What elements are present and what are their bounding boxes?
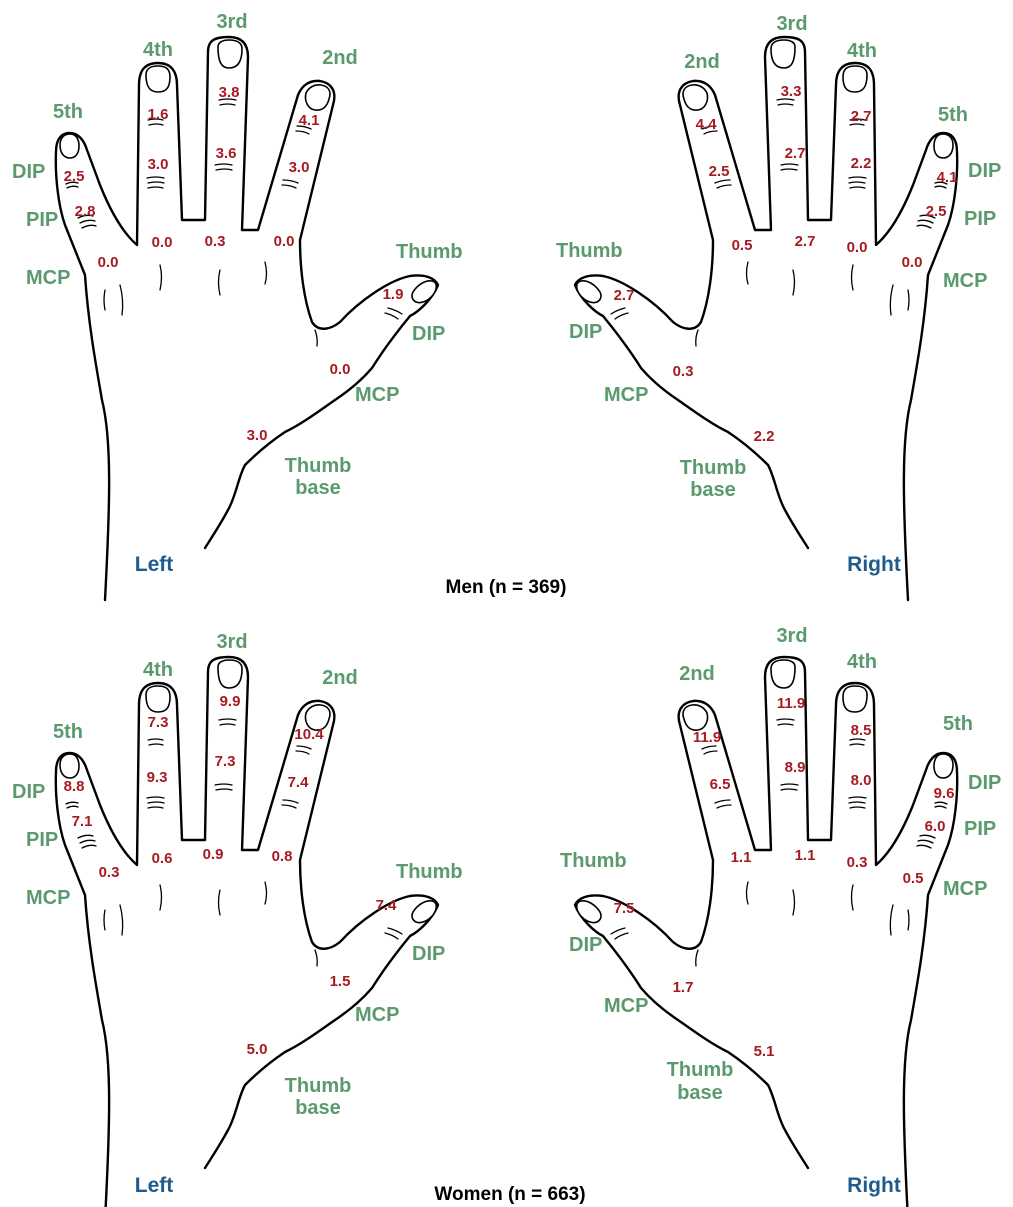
value-women-left-f4-mcp: 0.6 [152, 850, 173, 867]
joint-label-mcp: MCP [943, 878, 987, 900]
thumb-base-label-line2: base [690, 479, 736, 501]
value-men-right-f3-pip: 2.7 [785, 145, 806, 162]
value-men-left-f5-dip: 2.5 [64, 168, 85, 185]
value-women-right-f2-mcp: 1.1 [731, 849, 752, 866]
value-women-left-f3-mcp: 0.9 [203, 846, 224, 863]
value-men-right-f4-mcp: 0.0 [847, 239, 868, 256]
group-title-men: Men (n = 369) [446, 577, 567, 598]
value-women-right-f3-pip: 8.9 [785, 759, 806, 776]
value-women-left-f5-dip: 8.8 [64, 778, 85, 795]
thumb-label: Thumb [560, 850, 627, 872]
finger-label-3rd: 3rd [776, 625, 807, 647]
finger-label-2nd: 2nd [684, 51, 720, 73]
value-men-left-f4-dip: 1.6 [148, 106, 169, 123]
value-men-right-f5-dip: 4.1 [937, 169, 958, 186]
value-women-left-f3-dip: 9.9 [220, 693, 241, 710]
finger-label-4th: 4th [847, 40, 877, 62]
value-men-left-f2-pip: 3.0 [289, 159, 310, 176]
value-men-left-thumb-mcp: 0.0 [330, 361, 351, 378]
value-women-left-f2-mcp: 0.8 [272, 848, 293, 865]
value-women-right-f5-dip: 9.6 [934, 785, 955, 802]
side-label-right: Right [847, 1174, 901, 1197]
value-women-left-f2-dip: 10.4 [294, 726, 324, 743]
value-men-right-f2-mcp: 0.5 [732, 237, 753, 254]
value-men-right-thumb-mcp: 0.3 [673, 363, 694, 380]
value-men-right-f3-mcp: 2.7 [795, 233, 816, 250]
value-women-left-f5-mcp: 0.3 [99, 864, 120, 881]
finger-label-2nd: 2nd [679, 663, 715, 685]
value-men-right-f2-pip: 2.5 [709, 163, 730, 180]
value-women-right-f4-pip: 8.0 [851, 772, 872, 789]
joint-label-pip: PIP [964, 208, 996, 230]
value-men-left-f3-dip: 3.8 [219, 84, 240, 101]
side-label-left: Left [135, 1174, 174, 1197]
value-women-right-f5-mcp: 0.5 [903, 870, 924, 887]
value-men-right-f4-pip: 2.2 [851, 155, 872, 172]
value-men-left-f4-pip: 3.0 [148, 156, 169, 173]
value-men-left-f5-pip: 2.8 [75, 203, 96, 220]
value-men-right-f5-pip: 2.5 [926, 203, 947, 220]
value-women-right-f2-pip: 6.5 [710, 776, 731, 793]
value-women-left-f4-dip: 7.3 [148, 714, 169, 731]
value-men-left-f2-mcp: 0.0 [274, 233, 295, 250]
thumb-base-label-line1: Thumb [680, 457, 747, 479]
value-men-left-f4-mcp: 0.0 [152, 234, 173, 251]
thumb-mcp-label: MCP [604, 995, 648, 1017]
value-women-right-f2-dip: 11.9 [693, 729, 721, 746]
finger-label-3rd: 3rd [776, 13, 807, 35]
value-men-right-f5-mcp: 0.0 [902, 254, 923, 271]
side-label-right: Right [847, 553, 901, 576]
thumb-base-label-line2: base [677, 1082, 723, 1104]
joint-label-dip: DIP [968, 160, 1001, 182]
value-women-left-f2-pip: 7.4 [288, 774, 310, 791]
value-women-left-thumb-mcp: 1.5 [330, 973, 351, 990]
finger-label-5th: 5th [938, 104, 968, 126]
value-men-right-thumb-base: 2.2 [754, 428, 775, 445]
finger-label-4th: 4th [847, 651, 877, 673]
side-label-left: Left [135, 553, 174, 576]
women-right-hand: 11.9 6.5 1.1 11.9 8.9 1.1 8.5 8.0 0.3 9.… [575, 657, 957, 1207]
value-men-left-f3-mcp: 0.3 [205, 233, 226, 250]
value-men-right-f3-dip: 3.3 [781, 83, 802, 100]
value-women-right-f4-dip: 8.5 [851, 722, 872, 739]
group-title-women: Women (n = 663) [434, 1184, 585, 1205]
value-women-right-thumb-dip: 7.5 [614, 900, 635, 917]
value-women-left-f4-pip: 9.3 [147, 769, 168, 786]
joint-label-mcp: MCP [943, 270, 987, 292]
value-women-right-f3-dip: 11.9 [777, 695, 805, 712]
value-women-left-thumb-base: 5.0 [247, 1041, 268, 1058]
joint-label-dip: DIP [968, 772, 1001, 794]
thumb-mcp-label: MCP [604, 384, 648, 406]
value-men-left-thumb-base: 3.0 [247, 427, 268, 444]
thumb-dip-label: DIP [569, 321, 602, 343]
men-right-hand: 4.4 2.5 0.5 3.3 2.7 2.7 2.7 2.2 0.0 4.1 … [575, 37, 957, 600]
thumb-dip-label: DIP [569, 934, 602, 956]
value-women-left-thumb-dip: 7.4 [376, 897, 398, 914]
joint-label-pip: PIP [964, 818, 996, 840]
value-men-left-f2-dip: 4.1 [299, 112, 320, 129]
value-men-right-f4-dip: 2.7 [851, 108, 872, 125]
value-women-right-f5-pip: 6.0 [925, 818, 946, 835]
women-left-hand: 8.8 7.1 0.3 7.3 9.3 0.6 9.9 7.3 0.9 10.4… [12, 631, 463, 1207]
finger-label-5th: 5th [943, 713, 973, 735]
value-women-right-f4-mcp: 0.3 [847, 854, 868, 871]
value-women-left-f3-pip: 7.3 [215, 753, 236, 770]
value-men-left-f3-pip: 3.6 [216, 145, 237, 162]
value-women-right-thumb-base: 5.1 [754, 1043, 775, 1060]
value-women-left-f5-pip: 7.1 [72, 813, 93, 830]
value-men-left-thumb-dip: 1.9 [383, 286, 404, 303]
value-men-right-f2-dip: 4.4 [696, 116, 718, 133]
thumb-base-label-line1: Thumb [667, 1059, 734, 1081]
value-women-right-thumb-mcp: 1.7 [673, 979, 694, 996]
value-women-right-f3-mcp: 1.1 [795, 847, 816, 864]
value-men-left-f5-mcp: 0.0 [98, 254, 119, 271]
men-left-hand: 2.5 2.8 0.0 1.6 3.0 0.0 3.8 3.6 0.3 4.1 … [12, 11, 463, 600]
value-men-right-thumb-dip: 2.7 [614, 287, 635, 304]
thumb-label: Thumb [556, 240, 623, 262]
